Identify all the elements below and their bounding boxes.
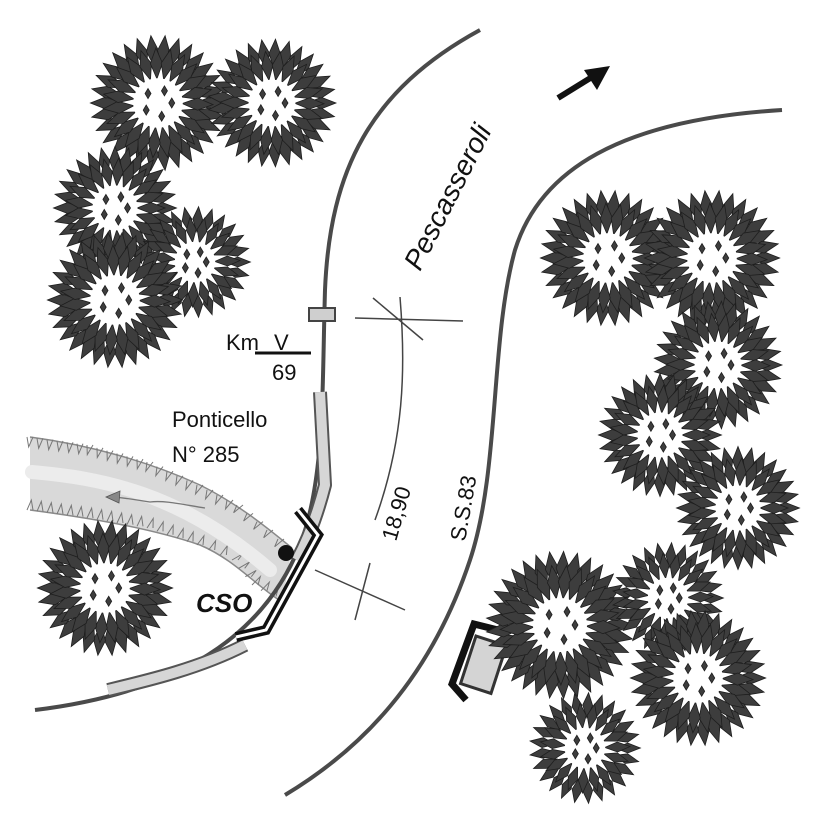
utility-box — [458, 634, 509, 696]
bank-tick — [165, 470, 174, 483]
tree-icon — [643, 189, 781, 327]
bank-tick — [136, 458, 144, 471]
bank-tick — [36, 499, 44, 512]
stream-bank-top — [26, 436, 285, 548]
bank-tick — [274, 538, 285, 548]
bank-tick — [253, 521, 264, 530]
cso-label: CSO — [196, 588, 252, 618]
tree-icon — [529, 691, 642, 805]
bank-tick — [66, 442, 74, 454]
bank-tick — [194, 484, 204, 496]
bank-tick — [243, 512, 254, 522]
bank-tick — [260, 580, 271, 592]
tree-icon — [653, 300, 784, 430]
bank-tick — [176, 526, 184, 539]
bank-tick — [76, 505, 84, 517]
bank-tick — [116, 511, 124, 524]
direction-arrow-icon — [556, 66, 610, 101]
bank-tick — [96, 447, 104, 460]
bank-tick — [126, 513, 134, 525]
bank-tick — [46, 501, 54, 513]
bank-tick — [204, 489, 214, 501]
tree-icon — [597, 372, 723, 498]
bank-tick — [56, 502, 64, 515]
bank-tick — [126, 456, 134, 468]
bank-tick — [86, 506, 94, 519]
right-barrier — [447, 619, 509, 703]
flow-arrow-icon — [105, 490, 121, 504]
tree-icon — [89, 34, 227, 172]
bank-tick — [175, 475, 184, 487]
tree-icon — [36, 519, 174, 657]
bridge-number: N° 285 — [172, 442, 240, 467]
bank-tick — [145, 461, 154, 473]
bank-tick — [26, 498, 34, 511]
tree-icon — [629, 609, 767, 747]
cso-barrier — [234, 506, 324, 642]
km-prefix: Km — [226, 330, 259, 355]
bank-tick — [166, 523, 174, 536]
bank-tick — [106, 509, 114, 522]
bank-tick — [156, 520, 164, 532]
bank-tick — [233, 504, 244, 514]
bank-tick — [26, 436, 34, 449]
cso-point-icon — [278, 545, 294, 561]
width-label: 18,90 — [377, 484, 416, 544]
bank-tick — [86, 444, 94, 457]
bank-tick — [224, 499, 234, 511]
bank-tick — [186, 530, 194, 542]
section-line — [314, 296, 464, 621]
km-marker — [308, 307, 336, 322]
tree-icon — [207, 38, 338, 168]
bank-tick — [219, 544, 228, 556]
bank-tick — [146, 516, 154, 529]
bank-tick — [196, 534, 205, 546]
bridge-name: Ponticello — [172, 407, 267, 432]
tree-icon — [675, 445, 801, 571]
bank-tick — [155, 466, 164, 478]
direction-label: Pescasseroli — [398, 119, 498, 275]
tree-icon — [46, 231, 184, 369]
bank-tick — [66, 503, 74, 516]
bank-tick — [36, 438, 44, 450]
stream — [25, 436, 293, 603]
bank-tick — [251, 574, 262, 586]
bank-tick — [238, 561, 250, 569]
bank-tick — [263, 529, 274, 539]
tree-icon — [485, 550, 635, 700]
bank-tick — [245, 569, 257, 578]
trees — [36, 34, 801, 805]
flow-line — [109, 496, 206, 509]
bank-tick — [185, 480, 194, 492]
stream-bank-bottom — [26, 498, 280, 597]
road-edge-right — [283, 108, 783, 797]
bank-tick — [214, 494, 224, 506]
bank-tick — [76, 443, 84, 456]
bank-tick — [46, 439, 54, 452]
bank-tick — [56, 440, 64, 453]
km-denominator: 69 — [272, 360, 296, 385]
bank-tick — [116, 453, 124, 465]
km-numerator: V — [274, 330, 289, 355]
bank-tick — [106, 450, 114, 463]
bank-tick — [208, 539, 217, 551]
bank-tick — [96, 508, 104, 520]
bank-tick — [136, 514, 144, 527]
